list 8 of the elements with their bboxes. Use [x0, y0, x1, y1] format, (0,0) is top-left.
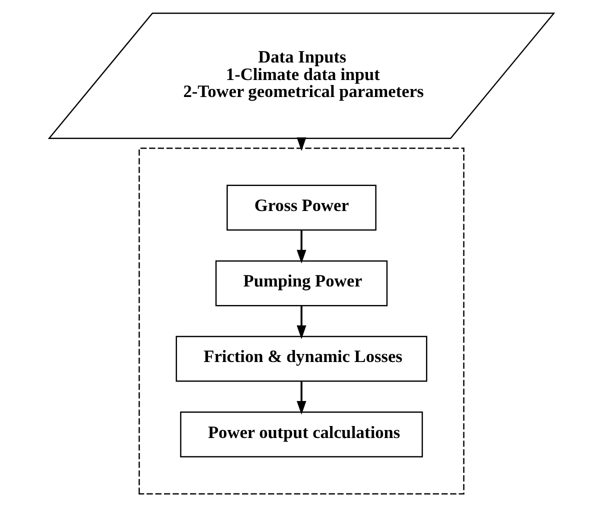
node-box: Pumping Power [214, 260, 388, 306]
cluster [138, 148, 464, 494]
arrow [296, 230, 306, 264]
node-box: Gross Power [226, 184, 376, 231]
node-box: Friction & dynamic Losses [175, 336, 427, 382]
node-box: Power output calculations [180, 412, 422, 458]
arrow [296, 381, 306, 415]
arrow [296, 306, 306, 340]
